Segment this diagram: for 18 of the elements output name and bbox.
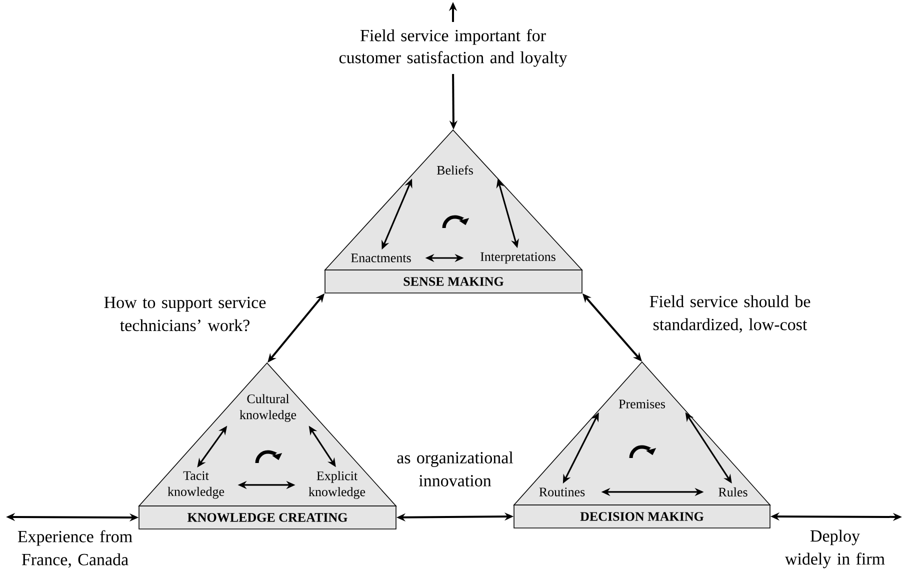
edge-label: Field service should be standardized, low-cost [650, 295, 810, 333]
node-label: DECISION MAKING [580, 512, 704, 521]
concept-label: Beliefs [436, 165, 473, 175]
concept-label: Premises [618, 400, 666, 408]
edge-label: How to support service technicians’ work? [104, 296, 266, 332]
concept-label: Explicit knowledge [308, 471, 366, 499]
concept-label: Rules [718, 487, 748, 497]
node-label: SENSE MAKING [404, 277, 504, 286]
concept-label: Interpretations [480, 252, 556, 264]
node-label: KNOWLEDGE CREATING [187, 513, 348, 522]
edge-label: Experience from France, Canada [18, 530, 132, 568]
concept-label: Cultural knowledge [240, 394, 296, 422]
caption-text: Field service important for customer satisfaction and loyalty [339, 29, 568, 67]
concept-label: Enactments [351, 254, 411, 262]
concept-label: Routines [539, 488, 585, 496]
concept-label: Tacit knowledge [168, 471, 224, 499]
edge-label: as organizational innovation [397, 452, 514, 486]
edge-label: Deploy widely in firm [784, 530, 885, 568]
